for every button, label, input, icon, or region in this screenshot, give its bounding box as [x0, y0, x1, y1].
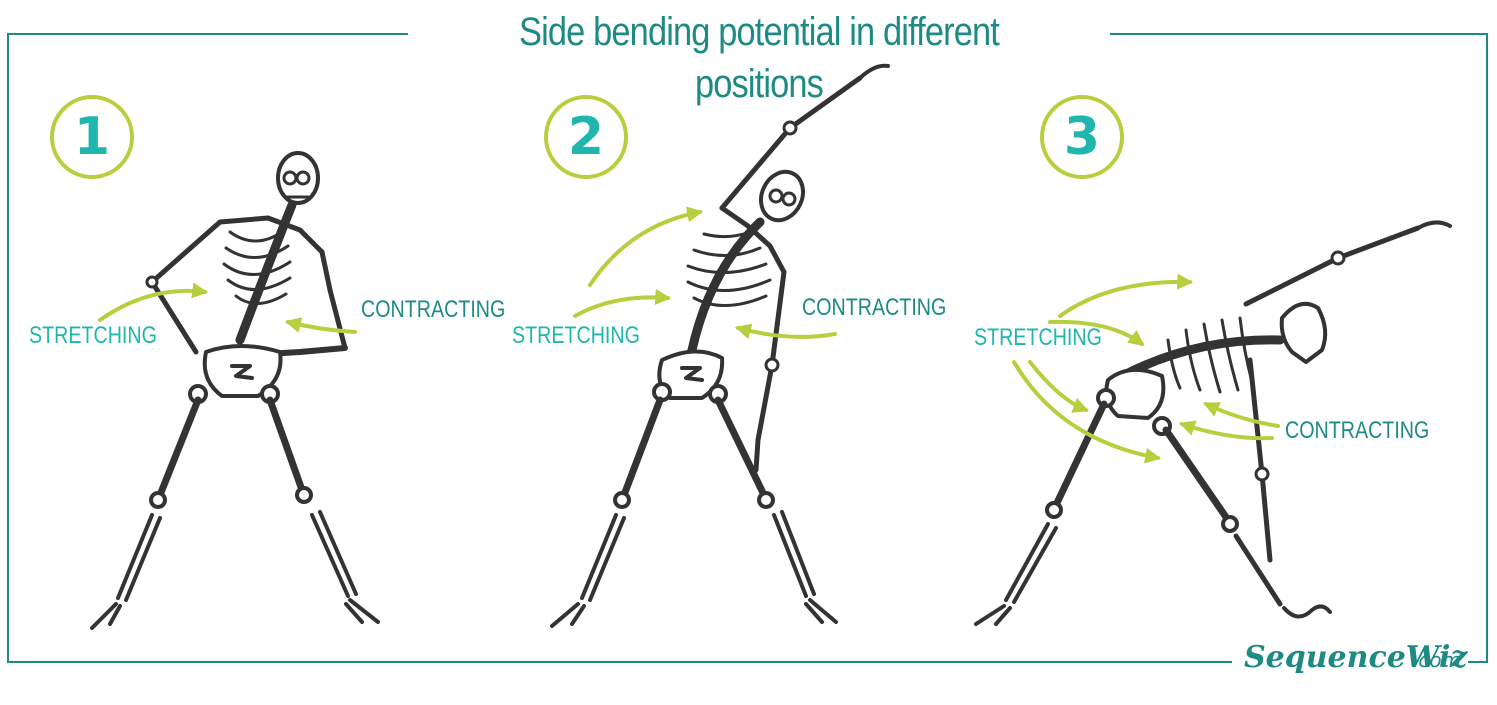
- panel-2-number: 2: [567, 107, 605, 167]
- panel-1-contracting-label: CONTRACTING: [361, 296, 506, 323]
- skeleton-1: [90, 151, 380, 630]
- panel-1-number: 1: [73, 107, 111, 167]
- skeleton-3: [974, 220, 1452, 626]
- logo-text: SequenceWiz: [1244, 640, 1468, 675]
- panel-1-arrows: [98, 282, 357, 334]
- panel-2-contracting-label: CONTRACTING: [802, 294, 947, 321]
- panel-3-contracting-label: CONTRACTING: [1285, 417, 1430, 444]
- panel-1-number-badge: 1: [50, 95, 134, 179]
- panel-3-number-badge: 3: [1040, 95, 1124, 179]
- panel-2-stretching-label: STRETCHING: [512, 322, 640, 349]
- panel-1-stretching-label: STRETCHING: [29, 322, 157, 349]
- skeleton-2: [550, 63, 890, 628]
- logo-tld: .com: [1412, 648, 1462, 672]
- panel-3-number: 3: [1063, 107, 1101, 167]
- panel-3-arrows: [1012, 273, 1280, 464]
- panel-2-number-badge: 2: [544, 95, 628, 179]
- diagram-title: Side bending potential in different posi…: [408, 6, 1110, 106]
- logo-background: [1232, 640, 1468, 690]
- panel-2-arrows: [573, 206, 837, 340]
- panel-3-stretching-label: STRETCHING: [974, 324, 1102, 351]
